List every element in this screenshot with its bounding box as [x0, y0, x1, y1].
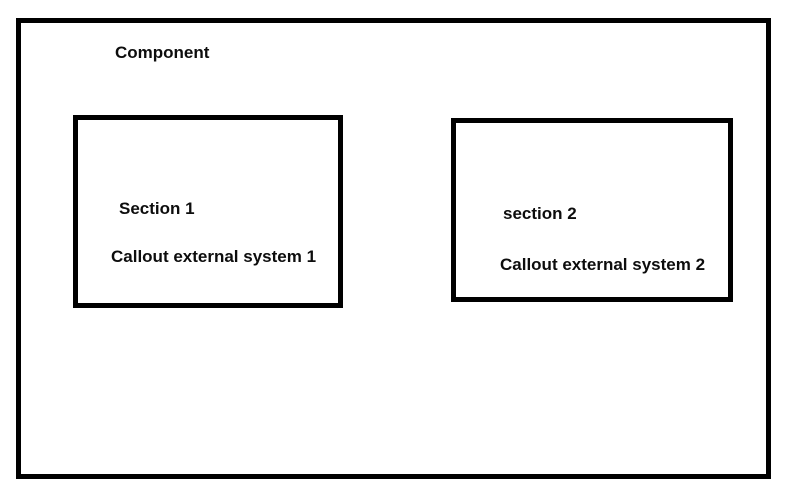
component-title: Component [115, 43, 210, 62]
section-1-title: Section 1 [119, 199, 195, 218]
section-2-callout: Callout external system 2 [500, 255, 706, 274]
section-2-title: section 2 [503, 204, 577, 223]
section-2-box: section 2 Callout external system 2 [451, 118, 733, 302]
section-1-box: Section 1 Callout external system 1 [73, 115, 343, 308]
component-box: Component Section 1 Callout external sys… [16, 18, 771, 479]
section-1-callout: Callout external system 1 [111, 247, 317, 266]
